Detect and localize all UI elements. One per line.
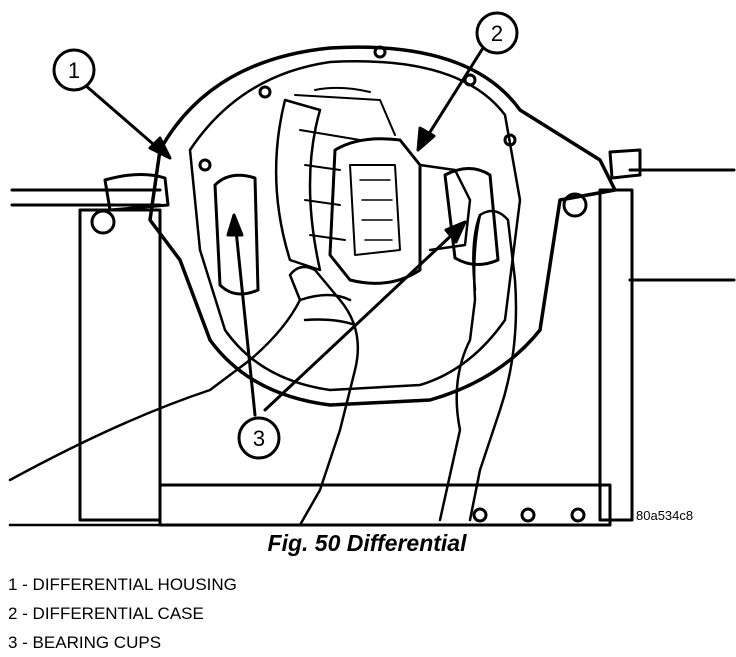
legend-item-2: 2 - DIFFERENTIAL CASE [8,604,204,623]
differential-housing [90,45,642,407]
callout-3-circle [237,416,281,460]
legend-item-3: 3 - BEARING CUPS [8,633,162,652]
ring-gear [274,86,396,272]
hands [8,209,518,527]
figure-caption-text: Fig. 50 Differential [267,530,467,556]
bearing-cups [213,167,500,296]
callout-2-circle [475,11,519,55]
callout-2-number: 2 [491,21,503,46]
callout-1-number: 1 [68,58,80,83]
work-stand [10,168,736,527]
differential-illustration: 1 2 3 [8,11,736,527]
callout-1-circle [52,48,96,92]
figure-code: 80a534c8 [636,508,694,523]
legend: 1 - DIFFERENTIAL HOUSING 2 - DIFFERENTIA… [8,570,237,657]
figure-caption: Fig. 50 Differential [0,530,736,557]
callout-3-number: 3 [253,426,265,451]
callout-leaders [83,46,485,417]
legend-item-1: 1 - DIFFERENTIAL HOUSING [8,575,237,594]
